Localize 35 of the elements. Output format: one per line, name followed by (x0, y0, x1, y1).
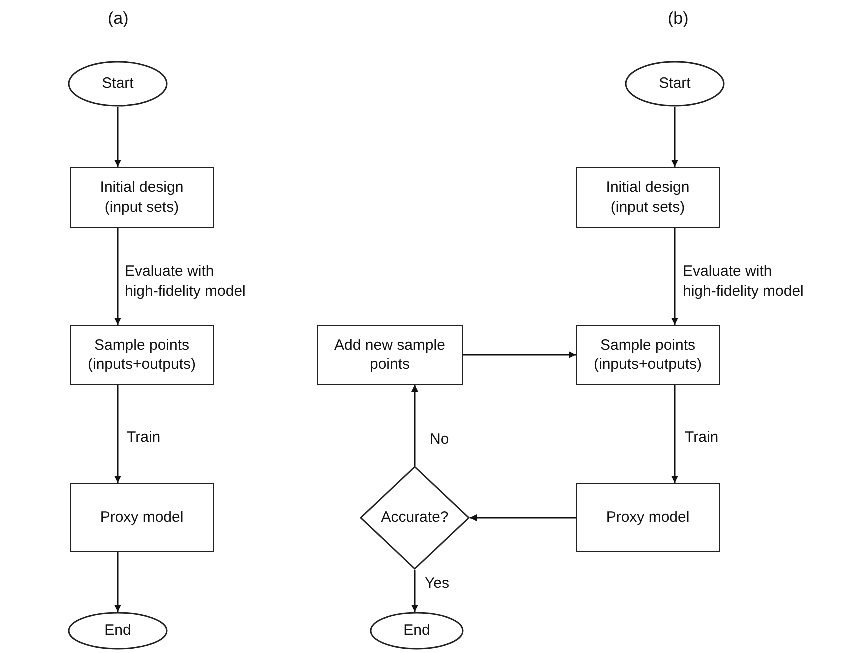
process-box (576, 325, 720, 385)
arrow (672, 385, 678, 483)
terminal-ellipse (370, 612, 464, 650)
node-text: Proxy model (99, 508, 185, 528)
process-box (576, 483, 720, 552)
arrow (114, 385, 122, 483)
arrow (470, 514, 576, 522)
terminal-ellipse (68, 612, 168, 650)
node-text: Accurate? (381, 508, 449, 528)
arrow (463, 352, 576, 358)
node-text: End (104, 621, 132, 641)
arrow (114, 552, 122, 612)
arrow (114, 228, 122, 325)
node-text: Start (659, 74, 691, 94)
node-text: Add new sample points (334, 336, 446, 374)
terminal-ellipse (625, 61, 725, 107)
process-box (70, 167, 214, 228)
arrow (672, 228, 678, 325)
arrow (114, 107, 122, 167)
node-text: Proxy model (605, 508, 691, 528)
process-box (70, 483, 214, 552)
process-box (317, 325, 463, 385)
node-text: Sample points (inputs+outputs) (87, 336, 197, 374)
arrow (412, 385, 418, 466)
node-text: Sample points (inputs+outputs) (593, 336, 703, 374)
terminal-ellipse (68, 61, 168, 107)
node-text: Initial design (input sets) (605, 178, 691, 217)
decision-diamond (360, 466, 470, 570)
node-text: Start (102, 74, 134, 94)
process-box (70, 325, 214, 385)
node-text: End (404, 621, 430, 641)
process-box (576, 167, 720, 228)
arrow (412, 570, 418, 612)
node-text: Initial design (input sets) (99, 178, 185, 217)
arrow (672, 107, 678, 167)
